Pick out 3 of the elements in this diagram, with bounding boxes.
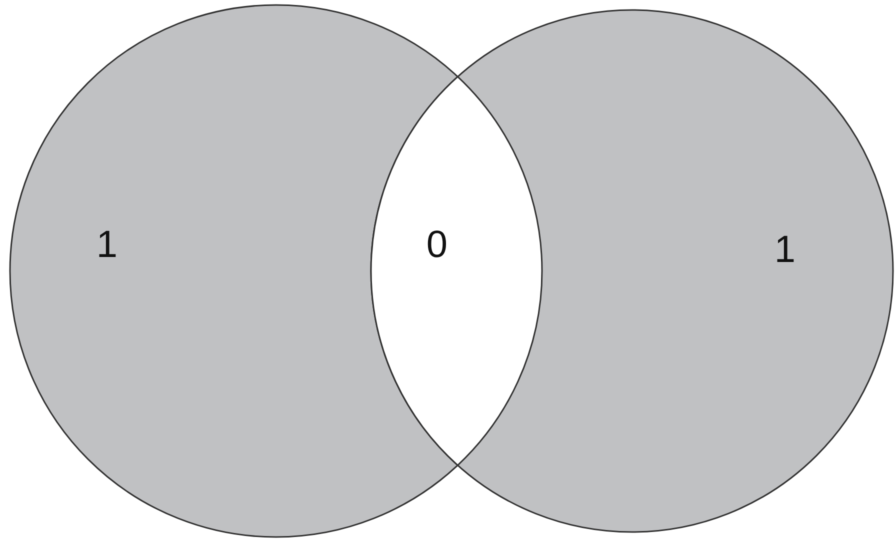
region-value: 1 [96,226,118,264]
region-value: 0 [426,226,448,264]
region-value: 1 [774,231,796,269]
